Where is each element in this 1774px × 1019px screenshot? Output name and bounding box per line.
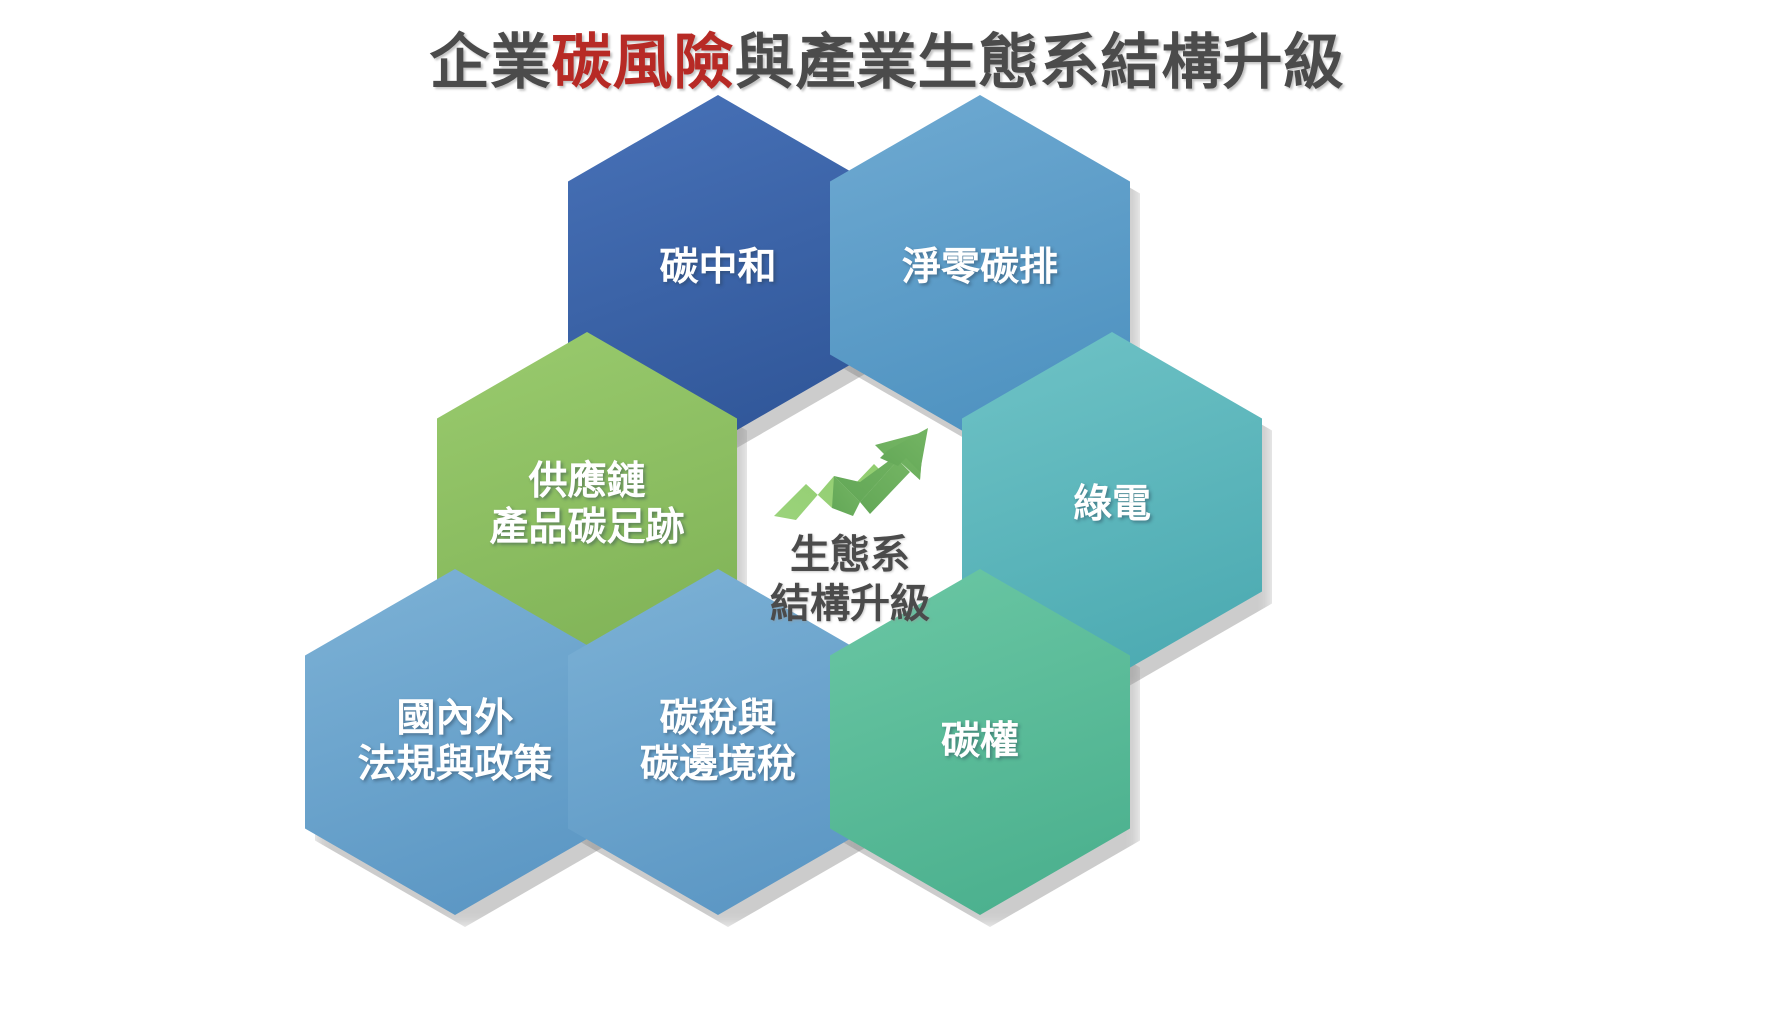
hexagon-label-supply-chain-product-carbon-footprint: 供應鏈 產品碳足跡 <box>489 459 685 549</box>
page-title: 企業碳風險與產業生態系結構升級 <box>0 14 1774 101</box>
ecosystem-center-label: 生態系 結構升級 <box>770 533 930 626</box>
hexagon-carbon-credits[interactable]: 碳權 <box>830 569 1130 915</box>
hexagon-label-green-electricity: 綠電 <box>1072 482 1151 526</box>
page-title-suffix: 與產業生態系結構升級 <box>734 29 1345 96</box>
hexagon-label-carbon-credits: 碳權 <box>940 719 1019 763</box>
hexagon-carbon-tax-and-border-tax[interactable]: 碳稅與 碳邊境稅 <box>568 569 868 915</box>
hexagon-label-carbon-tax-and-border-tax: 碳稅與 碳邊境稅 <box>639 696 796 786</box>
page-title-accent: 碳風險 <box>551 29 735 96</box>
growth-arrow-icon <box>774 428 928 520</box>
hexagon-label-domestic-international-regulations-policy: 國內外 法規與政策 <box>357 696 553 786</box>
hexagon-domestic-international-regulations-policy[interactable]: 國內外 法規與政策 <box>305 569 605 915</box>
hexagon-label-net-zero-emission: 淨零碳排 <box>901 245 1058 289</box>
page-title-prefix: 企業 <box>429 29 552 96</box>
ecosystem-center-group: 生態系 結構升級 <box>700 420 1000 629</box>
hexagon-label-carbon-neutral: 碳中和 <box>659 245 777 289</box>
